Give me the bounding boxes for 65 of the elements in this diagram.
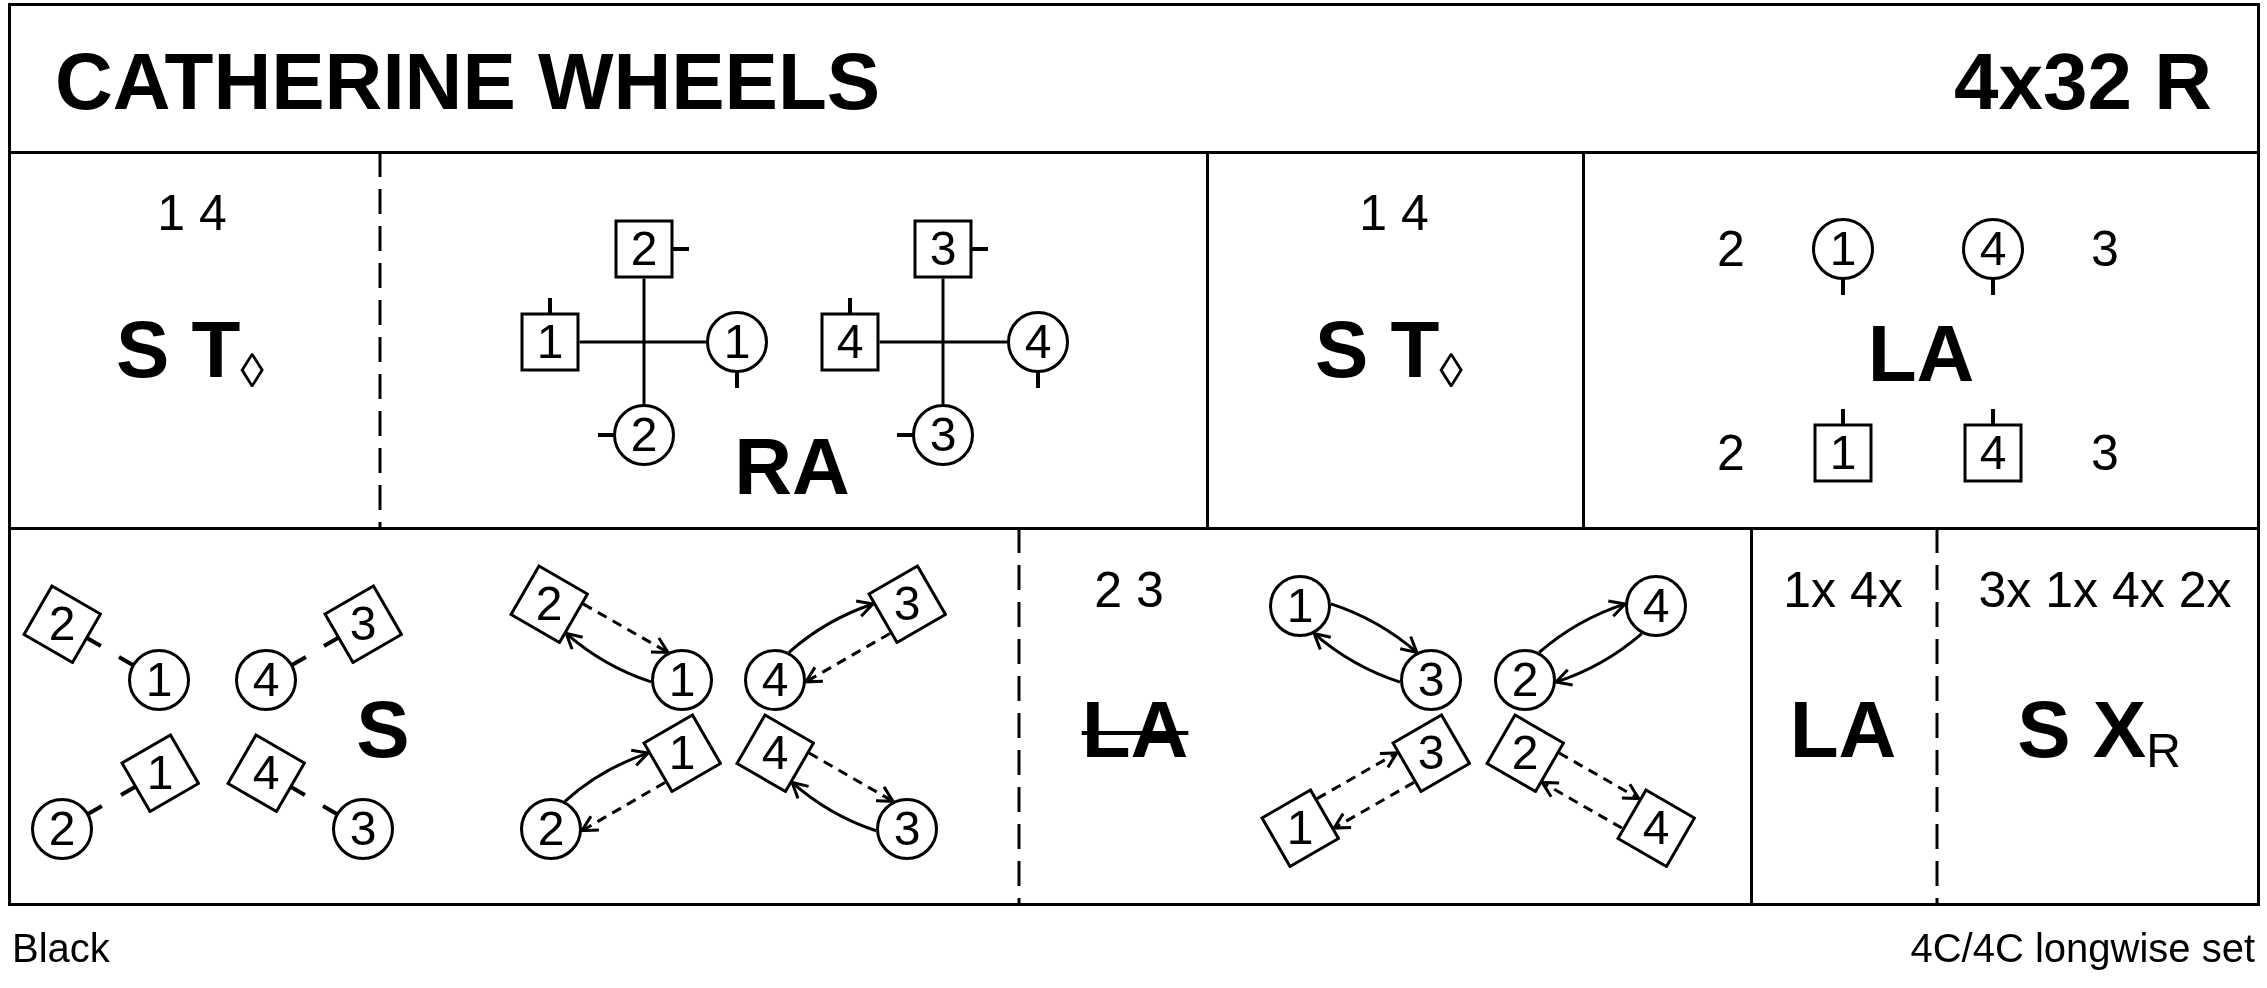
numbered-circle: 4 — [235, 649, 297, 711]
numbered-circle: 1 — [1269, 575, 1331, 637]
numbered-circle: 3 — [1400, 649, 1462, 711]
numbered-circle: 1 — [651, 649, 713, 711]
numbered-circle: 2 — [520, 798, 582, 860]
formation-text: 4C/4C longwise set — [1910, 928, 2255, 968]
dance-title: CATHERINE WHEELS — [55, 42, 881, 122]
figure-abbreviation: S — [356, 690, 410, 770]
dashed-arrow — [808, 751, 895, 803]
numbered-square: 3 — [913, 219, 973, 279]
numbered-circle: 3 — [332, 798, 394, 860]
dashed-arrow — [580, 781, 666, 833]
connector-line — [579, 340, 706, 344]
curved-arrow — [564, 631, 652, 684]
position-number: 3 — [2091, 224, 2119, 274]
position-number: 2 — [1717, 224, 1745, 274]
dashed-arrow — [1316, 751, 1399, 800]
numbered-square: 4 — [820, 312, 880, 372]
figure-abbreviation: LA — [1789, 690, 1897, 770]
dashed-arrow — [804, 632, 891, 684]
dashed-arrow — [582, 602, 670, 654]
dancer-numbers: 1x 4x — [1783, 565, 1903, 615]
dance-format: 4x32 R — [1954, 42, 2212, 122]
dashed-arrow — [1558, 751, 1641, 801]
curved-arrow — [1330, 602, 1419, 654]
curved-arrow — [1538, 599, 1627, 654]
numbered-circle: 3 — [876, 798, 938, 860]
dashed-arrow — [1332, 781, 1415, 830]
connector-line — [879, 340, 1007, 344]
numbered-square: 1 — [1813, 423, 1873, 483]
dancer-numbers: 3x 1x 4x 2x — [1978, 565, 2232, 615]
figure-abbreviation: LA — [1867, 314, 1975, 394]
numbered-circle: 4 — [1962, 218, 2024, 280]
crossed-out-abbreviation: LA — [1081, 690, 1189, 770]
numbered-circle: 1 — [706, 311, 768, 373]
source-text: Black — [12, 928, 110, 968]
figure-abbreviation: S T$_{◊}$ — [115, 310, 265, 390]
dancer-numbers: 2 3 — [1094, 565, 1164, 615]
numbered-circle: 1 — [128, 649, 190, 711]
numbered-circle: 4 — [1625, 575, 1687, 637]
numbered-square: 2 — [614, 219, 674, 279]
numbered-circle: 3 — [912, 404, 974, 466]
dancer-numbers: 1 4 — [1359, 188, 1429, 238]
numbered-circle: 1 — [1812, 218, 1874, 280]
numbered-circle: 2 — [1494, 649, 1556, 711]
curved-arrow — [788, 599, 875, 654]
numbered-circle: 4 — [1007, 311, 1069, 373]
figure-abbreviation: S X$_{R}$ — [2017, 690, 2181, 770]
curved-arrow — [1554, 632, 1643, 687]
curved-arrow — [1312, 632, 1401, 684]
connector-line — [941, 278, 945, 404]
position-number: 3 — [2091, 428, 2119, 478]
connector-line — [642, 278, 646, 404]
figure-abbreviation: S T$_{◊}$ — [1314, 310, 1464, 390]
figure-abbreviation: RA — [734, 427, 850, 507]
numbered-square: 1 — [520, 312, 580, 372]
curved-arrow — [790, 780, 877, 833]
dancer-numbers: 1 4 — [157, 188, 227, 238]
dashed-arrow — [1540, 780, 1623, 830]
position-number: 2 — [1717, 428, 1745, 478]
numbered-circle: 2 — [31, 798, 93, 860]
numbered-circle: 2 — [613, 404, 675, 466]
numbered-square: 4 — [1963, 423, 2023, 483]
numbered-circle: 4 — [744, 649, 806, 711]
curved-arrow — [563, 749, 650, 803]
